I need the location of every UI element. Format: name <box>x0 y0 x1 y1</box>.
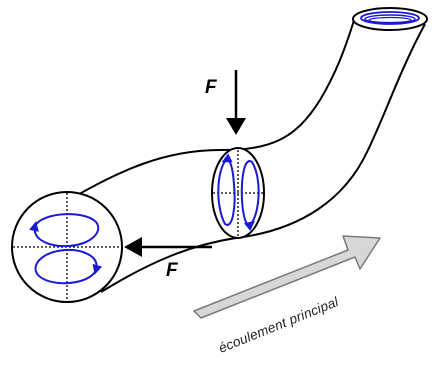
inlet-cross-section <box>11 191 123 303</box>
vortex-upper-inlet <box>29 213 100 248</box>
outlet-cross-section <box>352 7 428 31</box>
vortex-lower-inlet <box>34 248 103 285</box>
main-flow-arrow <box>193 235 381 319</box>
force-arrow-side <box>124 237 212 257</box>
force-arrow-top <box>226 70 246 135</box>
force-label-top: F <box>205 77 218 98</box>
vortex-left-middle <box>217 153 236 226</box>
pipe-lower-wall <box>100 23 426 293</box>
middle-cross-section <box>211 147 265 239</box>
vortex-right-middle <box>240 160 260 232</box>
pipe-body <box>66 16 426 293</box>
pipe-upper-wall <box>66 16 356 202</box>
force-label-side: F <box>166 260 179 281</box>
